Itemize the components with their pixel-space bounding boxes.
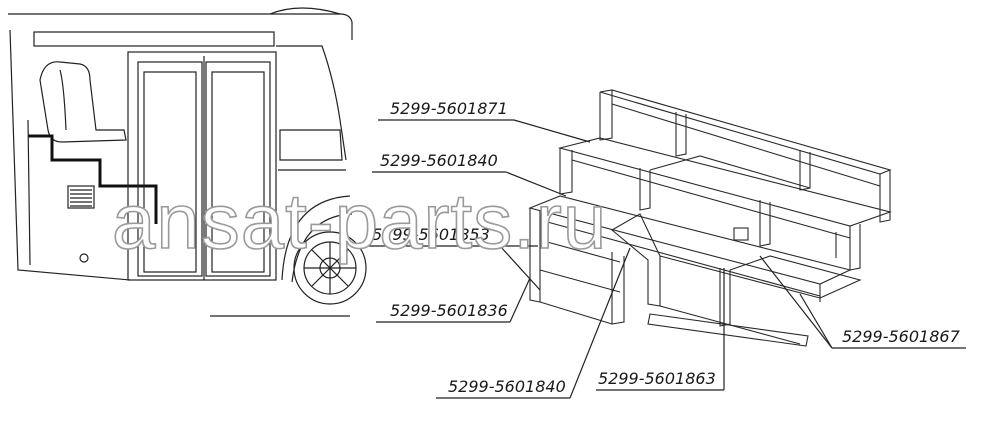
floor-line (28, 134, 158, 224)
leader-lines (368, 119, 966, 399)
vent-grille (67, 185, 95, 209)
watermark: ansat-parts.ru (112, 177, 607, 265)
seat-outline (39, 61, 127, 143)
bus-side-view (8, 7, 367, 317)
wheel (293, 231, 367, 305)
part-label-5601840-top: 5299-5601840 (380, 151, 498, 170)
part-label-5601840-bottom: 5299-5601840 (448, 377, 566, 396)
door (127, 51, 277, 281)
part-label-5601836: 5299-5601836 (390, 301, 508, 320)
part-label-5601853: 5299-5601853 (372, 225, 490, 244)
part-label-5601867: 5299-5601867 (842, 327, 961, 346)
part-label-5601863: 5299-5601863 (598, 369, 716, 388)
part-label-5601871: 5299-5601871 (390, 99, 508, 118)
